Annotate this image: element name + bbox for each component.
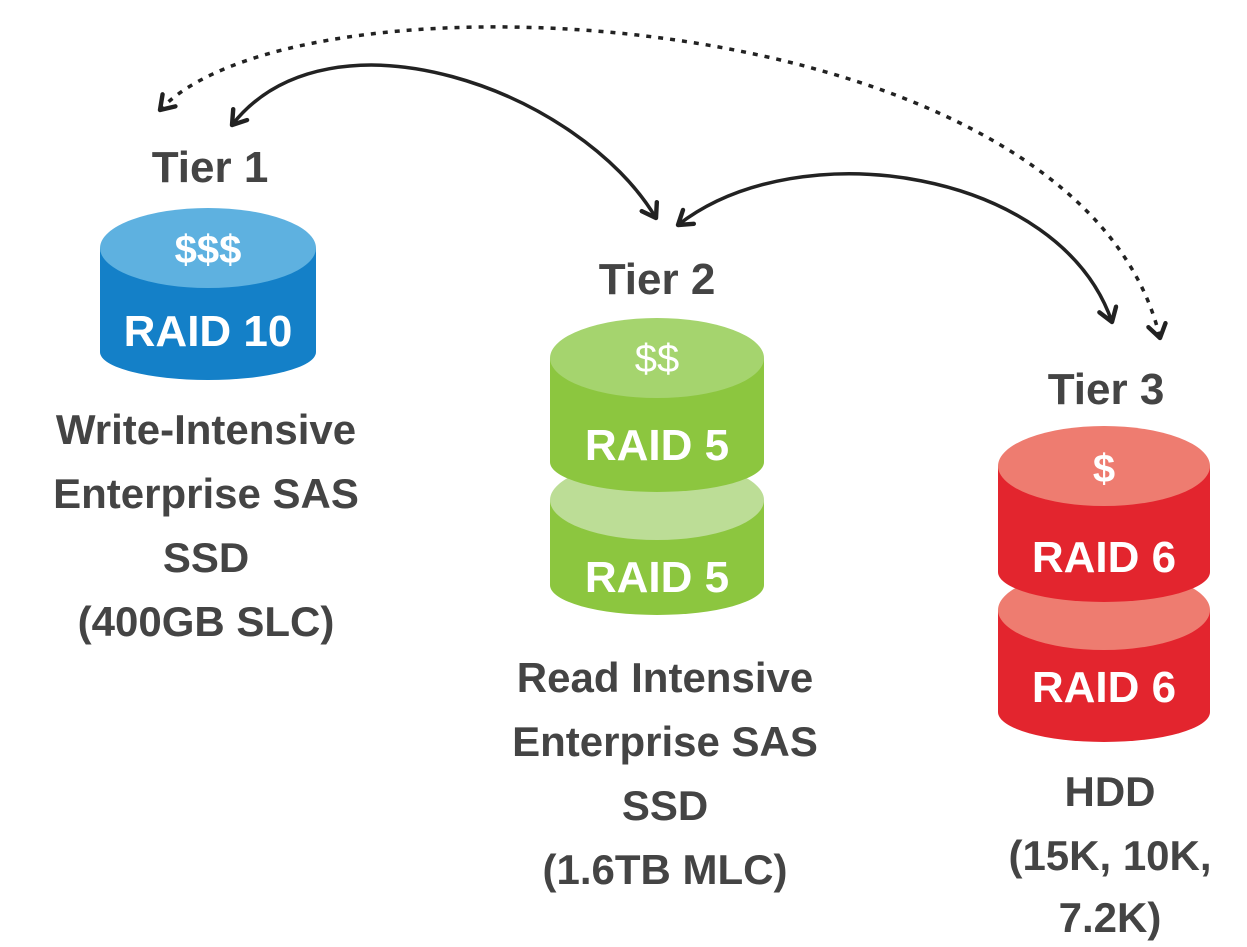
tier-1-title: Tier 1: [152, 143, 269, 192]
tier-3-desc-1: HDD: [1065, 768, 1156, 815]
tier-2-desc-3: SSD: [622, 782, 708, 829]
tier-1-desc-2: Enterprise SAS: [53, 470, 359, 517]
tier-3-desc-3: 7.2K): [1059, 894, 1162, 941]
arrow-tier1-tier2: [229, 63, 660, 221]
tier-2-desc-2: Enterprise SAS: [512, 718, 818, 765]
tier-3-raid-1: RAID 6: [1032, 533, 1176, 582]
arrow-tier2-tier3: [675, 172, 1119, 325]
tier-1-disk: $$$ RAID 10: [100, 208, 316, 380]
tier-2-cost: $$: [635, 337, 680, 381]
tier-2-desc-1: Read Intensive: [517, 654, 813, 701]
tier-2-group: Tier 2 $$ RAID 5 RAID 5 Read Intensive E…: [512, 255, 818, 893]
tier-3-title: Tier 3: [1048, 365, 1165, 414]
tier-2-desc-4: (1.6TB MLC): [543, 846, 788, 893]
tier-3-raid-2: RAID 6: [1032, 663, 1176, 712]
tier-1-cost: $$$: [175, 228, 242, 272]
tier-3-group: Tier 3 $ RAID 6 RAID 6 HDD (15K, 10K, 7.…: [998, 365, 1212, 941]
tier-2-raid-1: RAID 5: [585, 421, 729, 470]
tier-3-disk-top: [998, 426, 1210, 506]
tier-3-cost: $: [1093, 447, 1115, 491]
tier-2-title: Tier 2: [599, 255, 716, 304]
tier-2-disk-top: [550, 318, 764, 398]
tier-1-desc-3: SSD: [163, 534, 249, 581]
tier-1-desc-4: (400GB SLC): [78, 598, 335, 645]
tier-1-group: Tier 1 $$$ RAID 10 Write-Intensive Enter…: [53, 143, 359, 645]
tier-3-disk: $ RAID 6 RAID 6: [998, 426, 1210, 742]
tier-1-desc-1: Write-Intensive: [56, 406, 356, 453]
tier-3-desc-2: (15K, 10K,: [1008, 832, 1211, 879]
tier-1-raid-1: RAID 10: [124, 307, 293, 356]
tier-2-raid-2: RAID 5: [585, 553, 729, 602]
tier-2-disk: $$ RAID 5 RAID 5: [550, 318, 764, 615]
tier-1-disk-top: [100, 208, 316, 288]
dotted-arrow-tier1-tier3: [157, 25, 1168, 341]
